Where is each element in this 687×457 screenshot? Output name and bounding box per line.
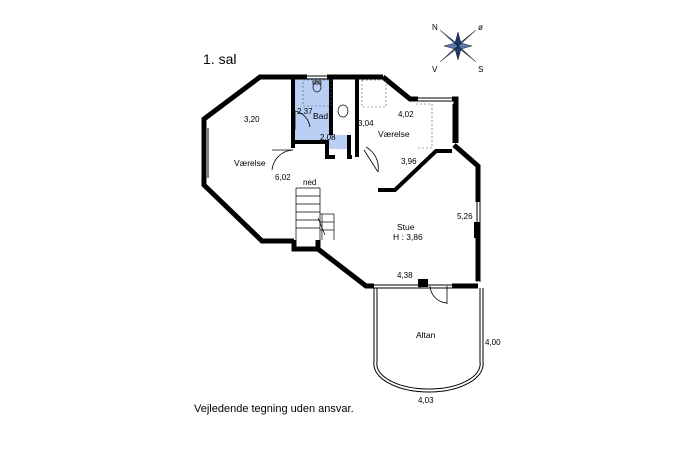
dim-label: 3,96 (401, 157, 417, 166)
staircase (295, 187, 335, 240)
room-bad: Bad (313, 111, 328, 121)
room-stue-height: H : 3,86 (393, 232, 423, 242)
room-vaerelse-left: Værelse (234, 158, 266, 168)
dim-label: 3,20 (244, 115, 260, 124)
bath-fill (293, 78, 349, 149)
dim-label: 2,37 (297, 107, 313, 116)
disclaimer: Vejledende tegning uden ansvar. (194, 403, 354, 415)
dim-label: 5,26 (457, 212, 473, 221)
dim-label: 4,00 (485, 338, 501, 347)
compass-w-label: V (432, 65, 438, 74)
fixtures (302, 79, 433, 149)
room-altan: Altan (416, 330, 436, 340)
room-stue: Stue (397, 222, 415, 232)
compass-n-label: N (432, 23, 438, 32)
windows (204, 75, 481, 289)
compass-s-label: S (478, 65, 483, 74)
wall-stub (474, 222, 480, 238)
stair-label: ned (303, 178, 316, 187)
balcony-rail (373, 288, 484, 393)
doors (271, 110, 448, 304)
chimney-block (418, 279, 428, 287)
compass-icon: N ø V S (432, 23, 483, 74)
compass-e-label: ø (478, 23, 483, 32)
balcony-rail-inner (376, 288, 481, 390)
dim-label: 2,08 (320, 133, 336, 142)
bath-fixtures (312, 80, 349, 118)
floor-title: 1. sal (203, 51, 237, 67)
dim-label: 4,03 (418, 396, 434, 405)
room-vaerelse-right: Værelse (378, 129, 410, 139)
dim-label: 3,04 (358, 119, 374, 128)
walls (201, 74, 481, 289)
dim-label: 4,38 (397, 271, 413, 280)
dim-label: 4,02 (398, 110, 414, 119)
dim-label: 6,02 (275, 173, 291, 182)
